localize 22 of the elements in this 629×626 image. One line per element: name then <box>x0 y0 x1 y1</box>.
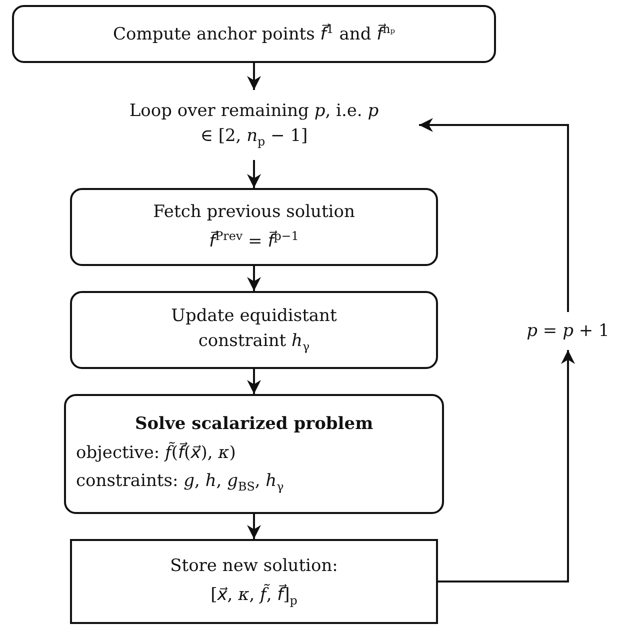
process-box <box>64 394 444 514</box>
box-heading: Solve scalarized problem <box>134 413 374 436</box>
arrow <box>438 350 575 582</box>
node-label: [x⃗, κ, f̃, f⃗]$_{p}$ <box>210 583 298 609</box>
arrow <box>247 514 261 539</box>
process-box <box>12 5 496 63</box>
node-label: Store new solution: <box>170 554 338 578</box>
process-box <box>70 188 438 266</box>
arrow <box>419 118 569 312</box>
node-label: f⃗$^{Prev}$ = f⃗$^{p−1}$ <box>209 228 299 254</box>
process-box <box>70 539 438 624</box>
arrow <box>247 369 261 394</box>
node-label: Loop over remaining p, i.e. p ∈ [2, n$_{p}$ − 1] <box>129 100 379 150</box>
process-box <box>70 291 438 369</box>
node-label: Fetch previous solution <box>153 200 355 224</box>
node-label: p = p + 1 <box>526 320 610 343</box>
box-text: objective: f̃(f⃗(x⃗), κ) <box>76 441 236 465</box>
node-label: Update equidistant constraint h$_{γ}$ <box>170 305 338 356</box>
box-text: constraints: g, h, g$_{BS}$, h$_{γ}$ <box>76 470 284 496</box>
arrow <box>247 266 261 291</box>
arrow <box>247 160 261 188</box>
arrow <box>247 63 261 90</box>
